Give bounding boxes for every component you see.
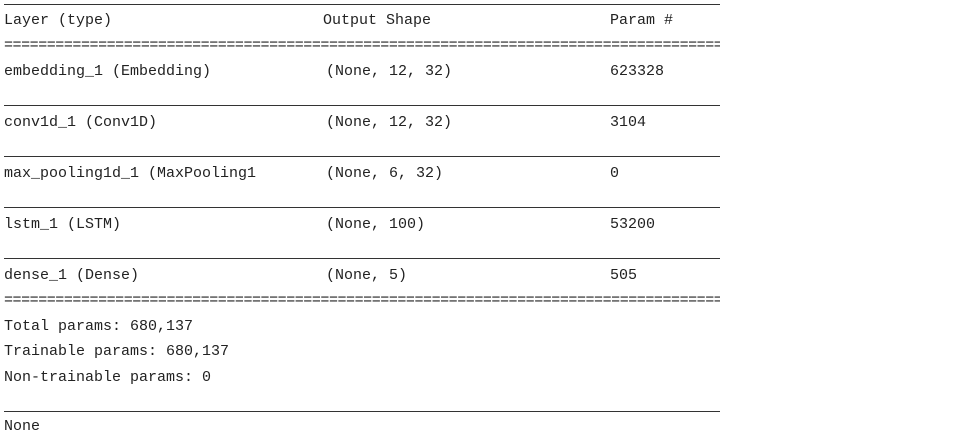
layer-param-count: 505 [610, 267, 638, 284]
layer-output-shape: (None, 12, 32) [326, 114, 453, 131]
layer-name: lstm_1 (LSTM) [4, 216, 122, 233]
layer-param-count: 0 [610, 165, 620, 182]
layer-output-shape: (None, 12, 32) [326, 63, 453, 80]
header-layer-type: Layer (type) [4, 12, 113, 29]
layer-row: lstm_1 (LSTM) (None, 100) 53200 [4, 216, 720, 236]
trainable-params: Trainable params: 680,137 [4, 343, 230, 360]
header-double-rule: ========================================… [4, 40, 720, 52]
layer-param-count: 3104 [610, 114, 647, 131]
row-rule [4, 258, 720, 259]
header-output-shape: Output Shape [323, 12, 432, 29]
layer-name: embedding_1 (Embedding) [4, 63, 212, 80]
top-rule [4, 4, 720, 5]
row-rule [4, 207, 720, 208]
layer-row: max_pooling1d_1 (MaxPooling1 (None, 6, 3… [4, 165, 720, 185]
layer-param-count: 623328 [610, 63, 665, 80]
header-param-count: Param # [610, 12, 674, 29]
layer-row: dense_1 (Dense) (None, 5) 505 [4, 267, 720, 287]
row-rule [4, 105, 720, 106]
bottom-rule [4, 411, 720, 412]
layer-name: conv1d_1 (Conv1D) [4, 114, 158, 131]
layer-name: max_pooling1d_1 (MaxPooling1 [4, 165, 257, 182]
layer-output-shape: (None, 6, 32) [326, 165, 444, 182]
total-params: Total params: 680,137 [4, 318, 194, 335]
layer-row: embedding_1 (Embedding) (None, 12, 32) 6… [4, 63, 720, 83]
layer-param-count: 53200 [610, 216, 656, 233]
footer-double-rule: ========================================… [4, 295, 720, 307]
non-trainable-params: Non-trainable params: 0 [4, 369, 212, 386]
layer-output-shape: (None, 5) [326, 267, 408, 284]
row-rule [4, 156, 720, 157]
layer-output-shape: (None, 100) [326, 216, 426, 233]
summary-header: Layer (type) Output Shape Param # [4, 12, 720, 32]
layer-row: conv1d_1 (Conv1D) (None, 12, 32) 3104 [4, 114, 720, 134]
layer-name: dense_1 (Dense) [4, 267, 140, 284]
